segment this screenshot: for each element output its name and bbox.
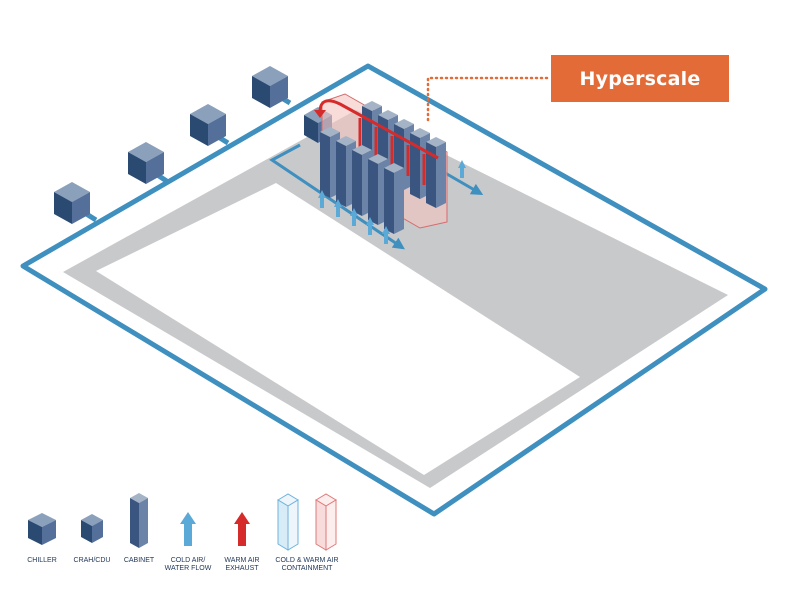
warm-air-exhaust-path [318,99,439,185]
cooling-loop-pipe [20,63,768,517]
chiller-icon [28,513,56,545]
cabinet-icon [130,493,148,548]
cold-airflow-loop [269,143,405,250]
legend-label-warm-air: WARM AIR EXHAUST [224,557,260,572]
legend-label-chiller: CHILLER [27,557,57,564]
chiller-2 [128,142,164,184]
warm-air-arrow-head [314,110,326,118]
legend-label-containment: COLD & WARM AIR CONTAINMENT [275,557,339,572]
containment-icon [277,493,337,551]
legend-label-crah-cdu: CRAH/CDU [73,557,111,564]
crah-cdu-icon [81,514,103,543]
legend-label-cold-air: COLD AIR/ WATER FLOW [164,557,212,572]
chiller-1 [54,182,90,224]
warm-containment-icon [315,493,337,551]
cabinet-row-front [320,127,404,234]
title-leader-line [426,76,553,122]
chiller-3 [190,104,226,146]
cold-air-arrow-icon [180,512,196,546]
chiller-4 [252,66,288,108]
data-hall-floor [63,110,728,488]
cold-containment-icon [277,493,299,551]
diagram-title: Hyperscale [579,67,701,90]
legend-label-cabinet: CABINET [123,557,155,564]
warm-air-arrow-icon [234,512,250,546]
title-box-bg [551,55,729,102]
cold-air-up-arrows [318,160,466,244]
